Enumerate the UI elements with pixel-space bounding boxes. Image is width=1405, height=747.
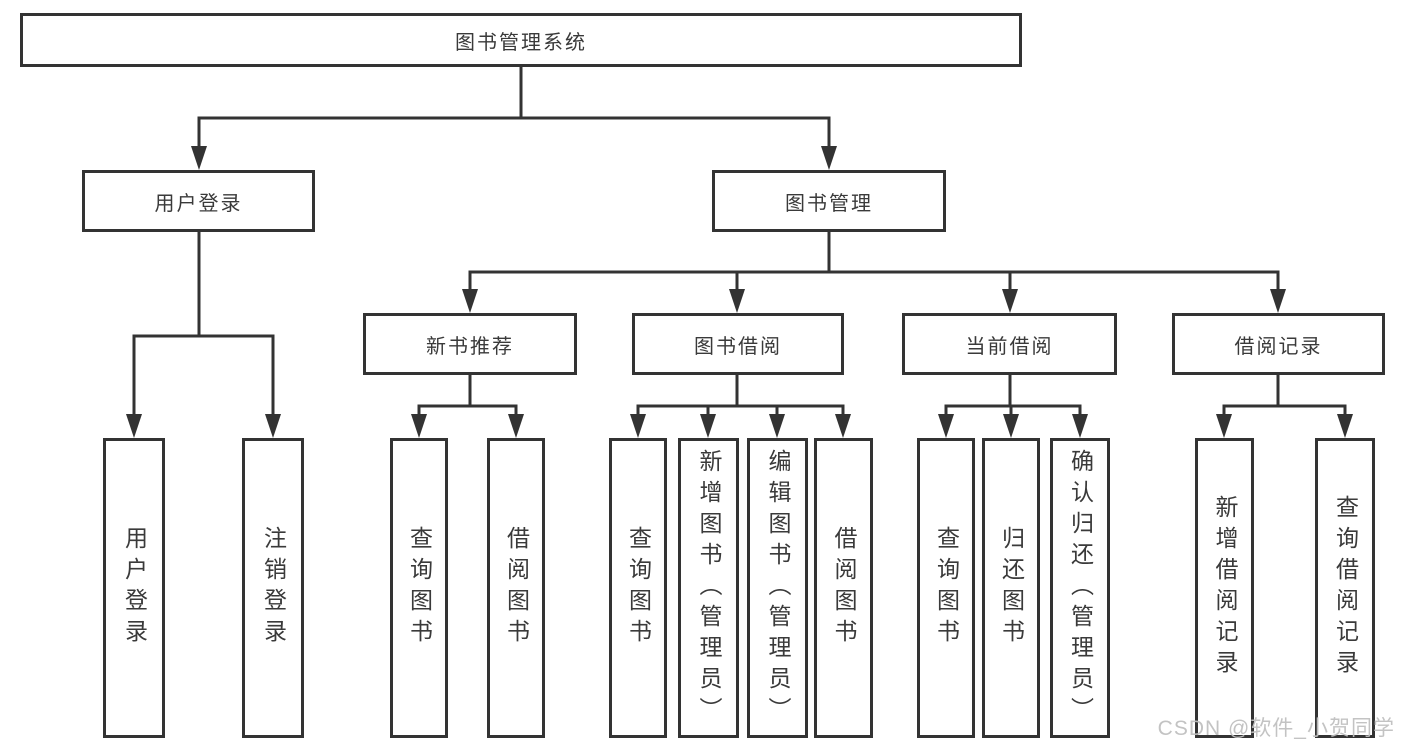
node-label: 借阅图书 [831, 526, 857, 650]
node-label: 新增借阅记录 [1212, 495, 1238, 681]
node-borrowing-records: 借阅记录 [1172, 313, 1385, 375]
node-label: 注销登录 [260, 526, 287, 650]
leaf-add-borrow-record: 新增借阅记录 [1195, 438, 1254, 738]
leaf-logout: 注销登录 [242, 438, 304, 738]
node-label: 图书借阅 [694, 335, 782, 358]
node-label: 新增图书（管理员） [696, 448, 722, 728]
node-label: 用户登录 [154, 192, 243, 215]
node-current-borrowing: 当前借阅 [902, 313, 1117, 375]
node-label: 查询借阅记录 [1332, 495, 1359, 681]
leaf-user-login: 用户登录 [103, 438, 165, 738]
node-label: 确认归还（管理员） [1067, 448, 1094, 728]
leaf-confirm-return-admin: 确认归还（管理员） [1050, 438, 1110, 738]
node-label: 借阅图书 [503, 526, 530, 650]
node-label: 当前借阅 [965, 335, 1054, 358]
leaf-borrow-books-recommend: 借阅图书 [487, 438, 545, 738]
node-book-borrowing: 图书借阅 [632, 313, 844, 375]
node-label: 图书管理 [785, 192, 873, 215]
leaf-query-borrow-record: 查询借阅记录 [1315, 438, 1375, 738]
node-user-login: 用户登录 [82, 170, 315, 232]
node-label: 查询图书 [625, 526, 652, 650]
csdn-watermark: CSDN @软件_小贺同学 [1157, 717, 1395, 740]
node-label: 用户登录 [121, 526, 148, 650]
leaf-return-books: 归还图书 [982, 438, 1040, 738]
node-label: 编辑图书（管理员） [765, 448, 791, 728]
node-label: 借阅记录 [1234, 335, 1323, 358]
node-root: 图书管理系统 [20, 13, 1022, 67]
node-label: 查询图书 [406, 526, 433, 650]
node-new-book-recommendation: 新书推荐 [363, 313, 577, 375]
node-book-management: 图书管理 [712, 170, 946, 232]
leaf-query-books-borrowing: 查询图书 [609, 438, 667, 738]
node-label: 图书管理系统 [455, 31, 587, 54]
leaf-query-books-recommend: 查询图书 [390, 438, 448, 738]
leaf-query-books-current: 查询图书 [917, 438, 975, 738]
leaf-edit-books-admin: 编辑图书（管理员） [747, 438, 808, 738]
node-label: 查询图书 [933, 526, 960, 650]
node-label: 新书推荐 [426, 335, 514, 358]
node-label: 归还图书 [998, 526, 1025, 650]
leaf-add-books-admin: 新增图书（管理员） [678, 438, 739, 738]
leaf-borrow-books-borrowing: 借阅图书 [814, 438, 873, 738]
